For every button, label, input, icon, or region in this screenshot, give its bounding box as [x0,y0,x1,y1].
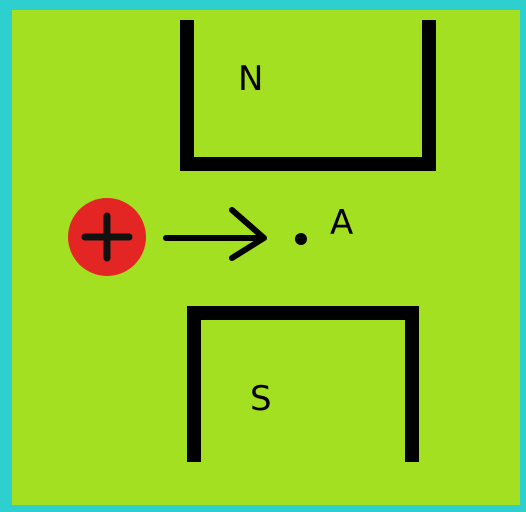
south-pole-label: S [250,379,272,419]
south-magnet [187,306,419,462]
point-label: A [330,203,353,243]
point-dot-icon [295,233,307,245]
positive-charge-icon [68,198,146,276]
right-arrow-icon [163,207,267,261]
north-magnet [180,20,436,171]
north-pole-label: N [238,59,263,99]
